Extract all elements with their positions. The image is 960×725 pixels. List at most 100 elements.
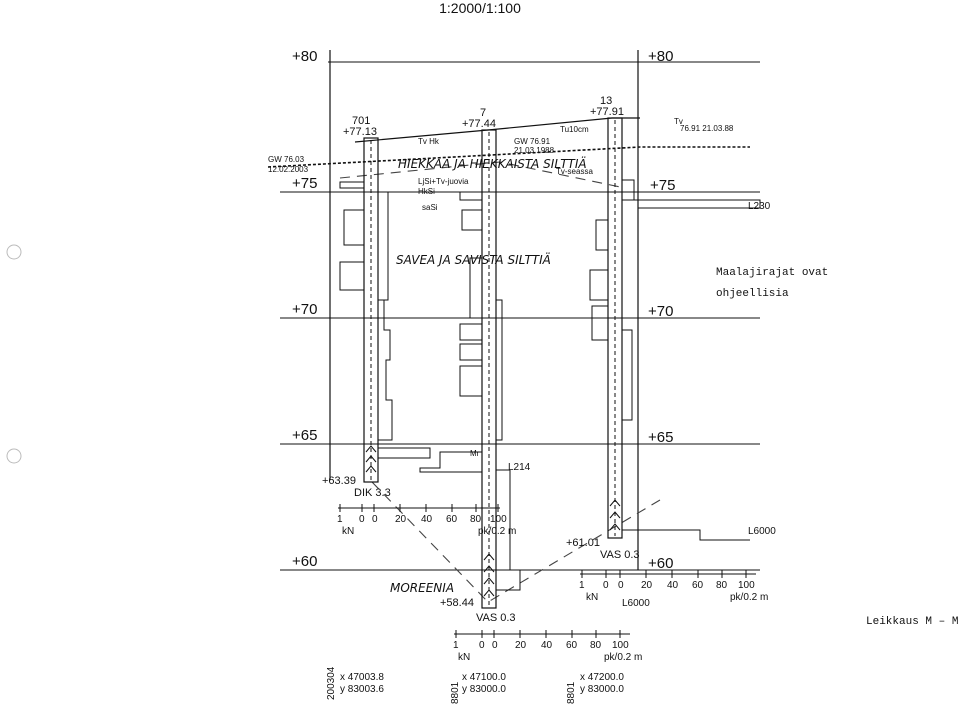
note-line2: ohjeellisia [716, 288, 789, 300]
coord13-y: y 83000.0 [580, 684, 624, 695]
scale-title: 1:2000/1:100 [439, 0, 521, 16]
scale-axis-7: 1 0 0 20 40 60 80 100 kN pk/0.2 m [453, 630, 642, 663]
axis7-pk: pk/0.2 m [604, 652, 642, 663]
punch-hole-bottom [6, 448, 22, 464]
coordinates: 200304 x 47003.8 y 83003.6 8801 x 47100.… [326, 666, 624, 704]
axis13-t0: 0 [618, 580, 624, 591]
tv-hk-note: Tv Hk [418, 137, 440, 146]
coord7-x: x 47100.0 [462, 672, 506, 683]
gw-left-label: GW 76.03 [268, 155, 305, 164]
borehole-13 [589, 117, 761, 541]
coord701-x: x 47003.8 [340, 672, 384, 683]
coord13-x: x 47200.0 [580, 672, 624, 683]
notes: Maalajirajat ovat ohjeellisia Leikkaus M… [716, 267, 958, 628]
borehole-labels: 701 +77.13 7 +77.44 13 +77.91 +63.39 DIK… [322, 95, 640, 624]
elev-80-right: +80 [648, 48, 673, 65]
axis701-left: 1 [337, 514, 343, 525]
axis701-t20: 20 [395, 514, 407, 525]
axis13-t100: 100 [738, 580, 755, 591]
frame-lines [329, 50, 639, 570]
bh701-top: +77.13 [343, 126, 377, 138]
handwritten-labels: HIEKKAA JA HIEKKAISTA SILTTIÄ SAVEA JA S… [390, 156, 587, 595]
axis7-t60: 60 [566, 640, 578, 651]
axis13-t80: 80 [716, 580, 728, 591]
bh13-top: +77.91 [590, 106, 624, 118]
mr-note: Mr [470, 449, 480, 458]
axis701-t40: 40 [421, 514, 433, 525]
coord701-id: 200304 [326, 666, 337, 700]
elev-60-right: +60 [648, 555, 673, 572]
soil-annotations: Tv Hk Tu10cm LjSi+Tv-juovia HkSi saSi Tv… [418, 125, 593, 458]
bh701-stop: DIK 3.3 [354, 487, 391, 499]
elev-70-left: +70 [292, 301, 317, 318]
hand-mid-label: SAVEA JA SAVISTA SILTTIÄ [396, 252, 551, 267]
bh13-stop: VAS 0.3 [600, 549, 640, 561]
elev-65-left: +65 [292, 427, 317, 444]
axis701-kn: kN [342, 526, 354, 537]
layer-labels: L214 L230 L6000 L6000 [508, 201, 776, 609]
axis7-zero: 0 [479, 640, 485, 651]
axis701-t0: 0 [372, 514, 378, 525]
ground-surface [354, 117, 640, 143]
axis13-zero: 0 [603, 580, 609, 591]
bh7-stop: VAS 0.3 [476, 612, 516, 624]
axis13-t60: 60 [692, 580, 704, 591]
axis7-left: 1 [453, 640, 459, 651]
axis7-t100: 100 [612, 640, 629, 651]
l214-label: L214 [508, 462, 531, 473]
axis13-pk: pk/0.2 m [730, 592, 768, 603]
gw-right-label: Tv [674, 117, 683, 126]
tv-seassa-note: Tv-seassa [556, 167, 593, 176]
l230-label: L230 [748, 201, 771, 212]
note-line1: Maalajirajat ovat [716, 267, 828, 279]
section-name: Leikkaus M – M [866, 616, 958, 628]
bh13-id: 13 [600, 95, 612, 107]
hand-top-label: HIEKKAA JA HIEKKAISTA SILTTIÄ [398, 156, 587, 171]
elev-65-right: +65 [648, 429, 673, 446]
scale-axis-13: 1 0 0 20 40 60 80 100 kN pk/0.2 m [579, 570, 768, 603]
axis13-t40: 40 [667, 580, 679, 591]
elev-75-left: +75 [292, 175, 317, 192]
axis13-kn: kN [586, 592, 598, 603]
hand-bottom-label: MOREENIA [390, 581, 454, 595]
elev-70-right: +70 [648, 303, 673, 320]
axis701-zero: 0 [359, 514, 365, 525]
gw-mid-date: 21.03.1988 [514, 146, 555, 155]
axis701-pk: pk/0.2 m [478, 526, 516, 537]
bh7-bottom: +58.44 [440, 597, 474, 609]
gw-right-date: 76.91 21.03.88 [680, 124, 734, 133]
coord13-id: 8801 [566, 681, 577, 704]
bh701-id: 701 [352, 115, 370, 127]
bh7-top: +77.44 [462, 118, 496, 130]
groundwater-labels: GW 76.03 12.02.2003 GW 76.91 21.03.1988 … [268, 117, 734, 174]
coord7-id: 8801 [450, 681, 461, 704]
axis701-t60: 60 [446, 514, 458, 525]
lsi-note: LjSi+Tv-juovia [418, 177, 469, 186]
bh701-bottom: +63.39 [322, 475, 356, 487]
coord7-y: y 83000.0 [462, 684, 506, 695]
l6000-right-label: L6000 [748, 526, 776, 537]
bh13-bottom: +61.01 [566, 537, 600, 549]
axis7-t0: 0 [492, 640, 498, 651]
axis701-t80: 80 [470, 514, 482, 525]
scale-axis-701: 1 0 0 20 40 60 80 100 kN pk/0.2 m [337, 504, 516, 537]
axis7-t40: 40 [541, 640, 553, 651]
borehole-701 [339, 137, 431, 483]
axis7-t80: 80 [590, 640, 602, 651]
elev-60-left: +60 [292, 553, 317, 570]
axis7-t20: 20 [515, 640, 527, 651]
sasi-note: saSi [422, 203, 438, 212]
tu10-note: Tu10cm [560, 125, 589, 134]
hksi-note: HkSi [418, 187, 435, 196]
axis13-left: 1 [579, 580, 585, 591]
borehole-7 [419, 129, 521, 609]
elev-75-right: +75 [650, 177, 675, 194]
elev-80-left: +80 [292, 48, 317, 65]
l6000-mid-label: L6000 [622, 598, 650, 609]
elevation-labels: +80 +80 +75 +75 +70 +70 +65 +65 +60 +60 [292, 48, 675, 572]
punch-hole-top [6, 244, 22, 260]
axis7-kn: kN [458, 652, 470, 663]
axis13-t20: 20 [641, 580, 653, 591]
groundwater-line [267, 146, 750, 168]
